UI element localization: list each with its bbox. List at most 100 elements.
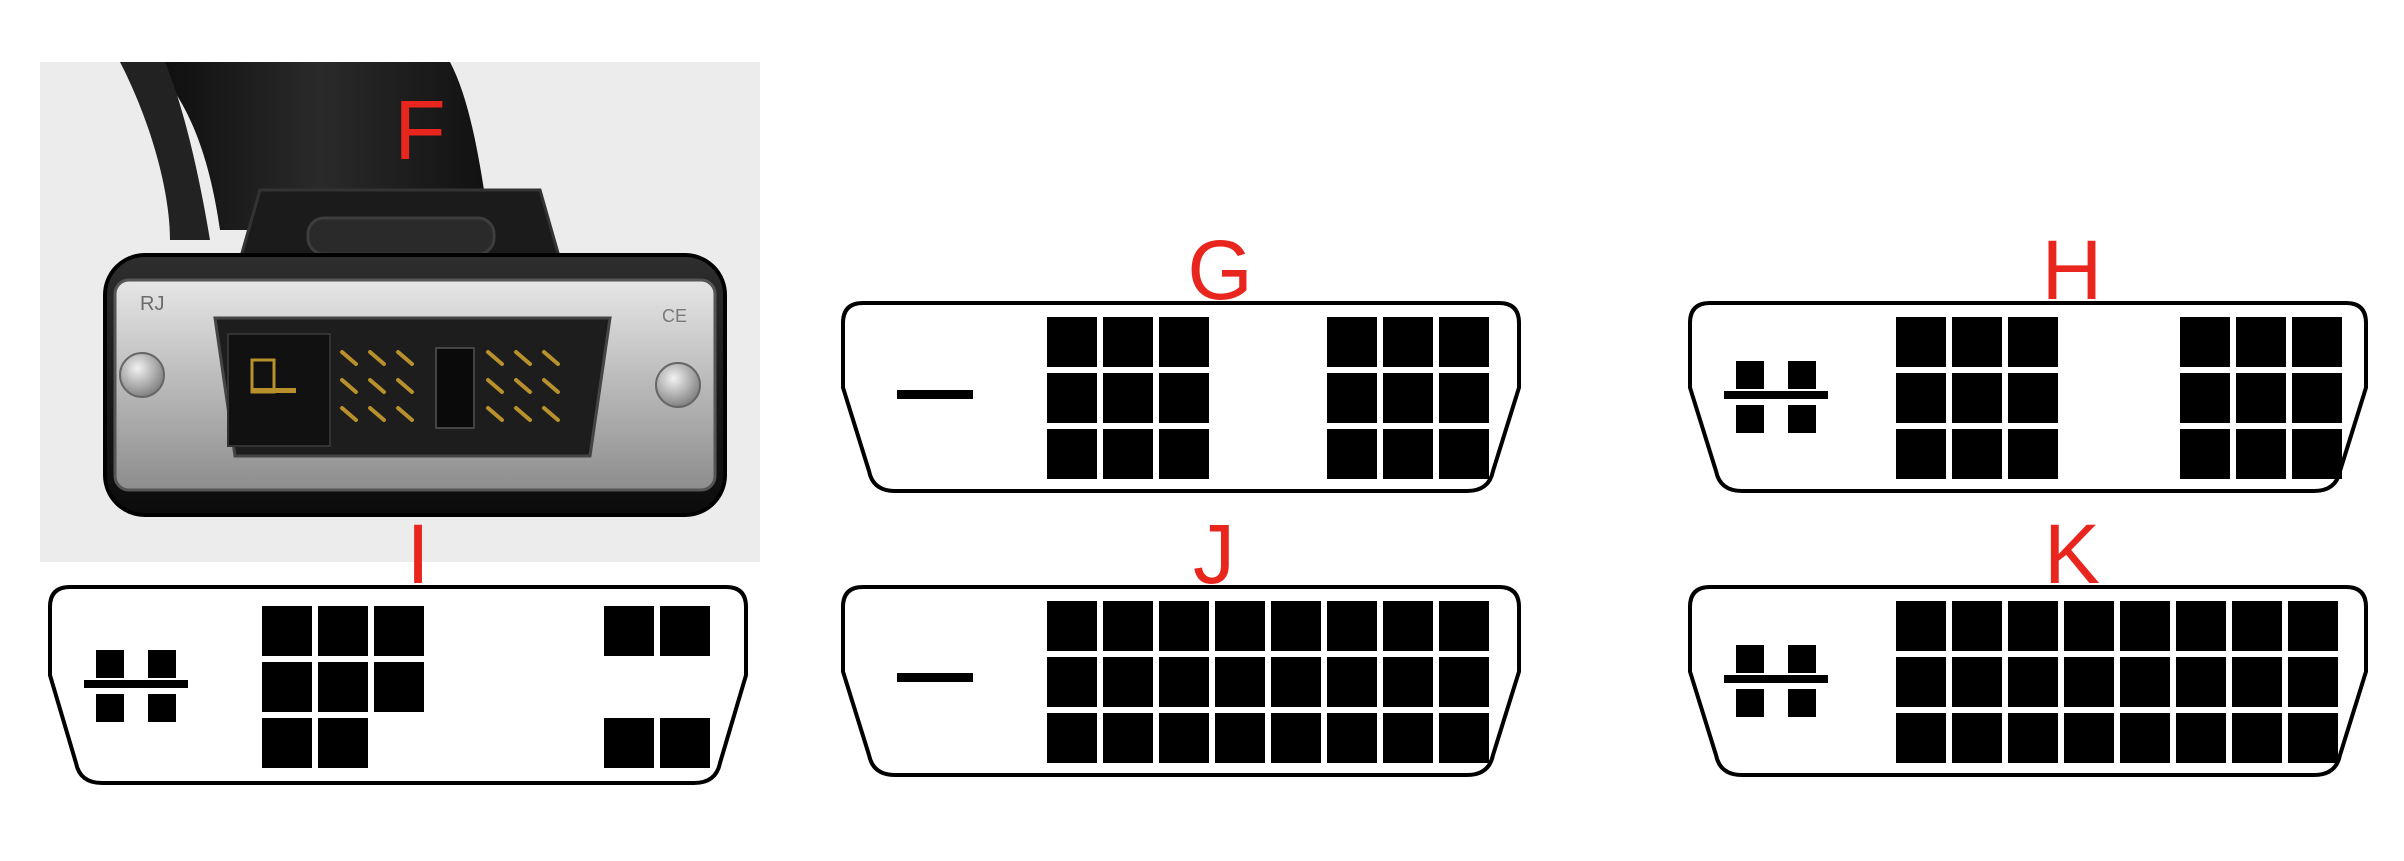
pin-square [660,718,710,768]
label-photo: F [394,83,446,177]
pin-square [1896,601,1946,651]
analog-pin [1788,361,1816,389]
pin-square [1327,317,1377,367]
pin-square [2120,657,2170,707]
pin-square [1047,601,1097,651]
pin-square [1383,373,1433,423]
label-bottom-left: I [406,507,430,601]
analog-pin [1736,361,1764,389]
analog-pin [1788,645,1816,673]
analog-pin [1788,689,1816,717]
pin-square [1103,657,1153,707]
pin-square [1952,657,2002,707]
pin-square [1327,601,1377,651]
pin-square [2288,713,2338,763]
pin-square [1103,373,1153,423]
pin-square [1047,713,1097,763]
pin-square [1215,713,1265,763]
pin-square [1952,601,2002,651]
pin-square [2232,657,2282,707]
pin-square [2008,373,2058,423]
pin-square [262,662,312,712]
pin-square [2288,657,2338,707]
pin-square [1439,317,1489,367]
pin-square [1159,317,1209,367]
pin-square [1159,713,1209,763]
pin-square [1439,713,1489,763]
photo-mark-left: RJ [140,293,164,315]
pin-square [318,606,368,656]
pin-square [2180,317,2230,367]
pin-square [1047,429,1097,479]
pin-square [2008,657,2058,707]
pin-square [1952,373,2002,423]
pin-square [2064,601,2114,651]
pin-square [1103,317,1153,367]
pin-square [2292,429,2342,479]
pin-square [1103,713,1153,763]
pin-square [2008,429,2058,479]
pin-square [2180,429,2230,479]
pin-square [1159,601,1209,651]
ground-blade [84,680,188,688]
pin-square [2120,713,2170,763]
pin-square [1327,713,1377,763]
pin-square [1439,429,1489,479]
gold-pin [542,406,560,422]
gold-pin [396,406,414,422]
pin-square [1047,657,1097,707]
pin-square [2008,317,2058,367]
analog-pin [96,694,124,722]
pin-square [1047,317,1097,367]
pin-square [1383,601,1433,651]
pin-square [1103,601,1153,651]
pin-square [1327,373,1377,423]
pin-square [1439,601,1489,651]
gold-pin [514,378,532,394]
label-bottom-right: K [2043,507,2101,601]
pin-square [1896,373,1946,423]
pin-square [2232,713,2282,763]
pin-square [2236,373,2286,423]
pin-square [604,718,654,768]
ground-blade [897,673,973,682]
photo-mark-right: CE [662,306,687,326]
pin-square [1439,373,1489,423]
analog-pin [148,650,176,678]
pin-square [2288,601,2338,651]
pin-square [2176,713,2226,763]
pin-square [1952,317,2002,367]
pin-square [2008,713,2058,763]
label-top-right: H [2041,223,2103,317]
pin-square [2008,601,2058,651]
pin-square [2064,657,2114,707]
pin-square [1896,713,1946,763]
pin-square [318,662,368,712]
dvi-plug-photo: RJ CE [40,62,760,562]
gold-pin [340,406,358,422]
pin-square [2236,317,2286,367]
pin-square [1383,657,1433,707]
pin-square [1896,657,1946,707]
pin-square [1383,317,1433,367]
pin-square [1215,657,1265,707]
pin-square [1952,429,2002,479]
gold-pin [396,378,414,394]
gold-pin [486,350,504,366]
gold-pin-field [340,350,560,422]
label-bottom-middle: J [1193,507,1235,601]
connector-diagrams [48,301,2368,785]
pin-square [660,606,710,656]
pin-square [1047,373,1097,423]
pin-square [1271,657,1321,707]
screw-right [655,362,701,408]
analog-pin [1788,405,1816,433]
gold-pin [542,350,560,366]
pin-square [1327,657,1377,707]
gold-pin [486,378,504,394]
gold-pin [368,378,386,394]
pin-square [262,606,312,656]
gold-pin [340,350,358,366]
